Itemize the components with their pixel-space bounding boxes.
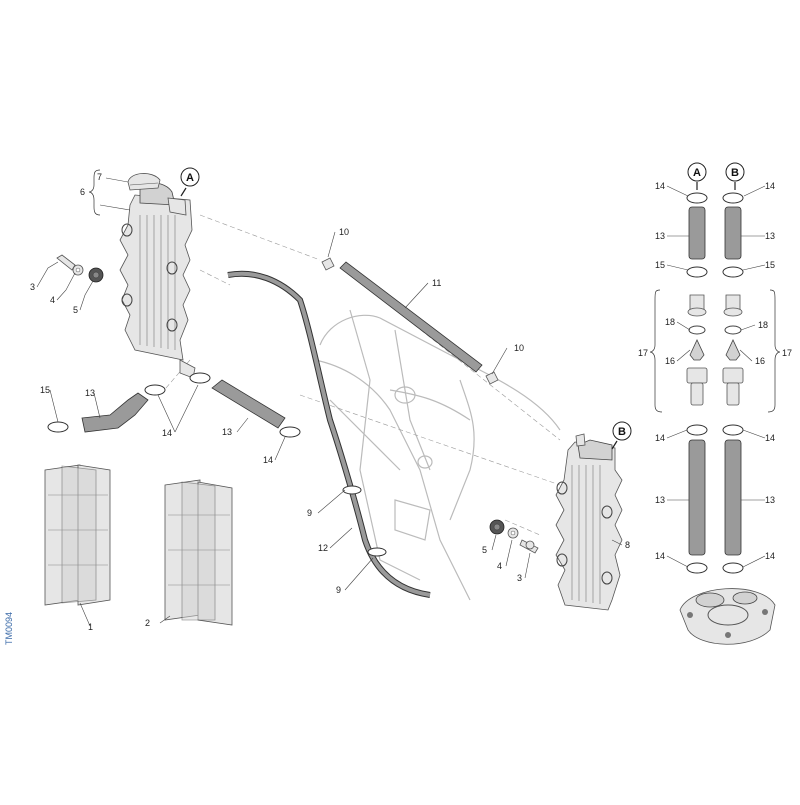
callout-17: 17 bbox=[782, 348, 792, 358]
radiator-guard-left bbox=[44, 464, 111, 606]
ref-b-label: B bbox=[618, 426, 626, 438]
callout-14: 14 bbox=[162, 428, 172, 438]
right-mounting-hardware bbox=[489, 519, 539, 554]
radiator-guard-right bbox=[164, 479, 233, 626]
callout-11: 11 bbox=[432, 278, 441, 288]
ref-a-label: A bbox=[186, 172, 194, 184]
callout-14: 14 bbox=[263, 455, 273, 465]
overflow-hose bbox=[227, 270, 431, 598]
callout-13: 13 bbox=[765, 231, 775, 241]
right-radiator bbox=[555, 433, 623, 611]
assembly-bracket-6 bbox=[88, 169, 101, 216]
callout-14: 14 bbox=[655, 551, 665, 561]
callout-1: 1 bbox=[88, 622, 93, 632]
left-lower-hoses bbox=[47, 372, 301, 438]
callout-14: 14 bbox=[655, 433, 665, 443]
callout-13: 13 bbox=[222, 427, 232, 437]
ref-marker-b-right: B bbox=[725, 162, 745, 190]
callout-10: 10 bbox=[514, 343, 524, 353]
upper-connecting-hose bbox=[321, 257, 499, 385]
ref-marker-b-main: B bbox=[611, 421, 632, 450]
ref-a-right-label: A bbox=[693, 167, 701, 179]
ref-b-right-label: B bbox=[731, 167, 739, 179]
left-radiator bbox=[119, 182, 196, 379]
callout-5: 5 bbox=[73, 305, 78, 315]
callout-10: 10 bbox=[339, 227, 349, 237]
hose-column-b bbox=[722, 192, 744, 574]
callout-14: 14 bbox=[765, 433, 775, 443]
alignment-guides bbox=[159, 214, 561, 536]
callout-15: 15 bbox=[655, 260, 665, 270]
callout-14: 14 bbox=[655, 181, 665, 191]
callout-9: 9 bbox=[336, 585, 341, 595]
callout-4: 4 bbox=[50, 295, 55, 305]
callout-8: 8 bbox=[625, 540, 630, 550]
callout-15: 15 bbox=[40, 385, 50, 395]
callout-9: 9 bbox=[307, 508, 312, 518]
callout-12: 12 bbox=[318, 543, 328, 553]
callout-16: 16 bbox=[665, 356, 675, 366]
callout-labels: 3 4 5 6 7 1 2 15 13 14 13 14 10 10 11 9 … bbox=[30, 172, 792, 632]
callout-4: 4 bbox=[497, 561, 502, 571]
leader-lines bbox=[36, 177, 766, 627]
callout-14: 14 bbox=[765, 181, 775, 191]
callout-13: 13 bbox=[765, 495, 775, 505]
callout-18: 18 bbox=[665, 317, 675, 327]
callout-13: 13 bbox=[655, 495, 665, 505]
callout-15: 15 bbox=[765, 260, 775, 270]
assembly-bracket-17 bbox=[649, 289, 781, 413]
radiator-cap bbox=[127, 173, 161, 191]
callout-17: 17 bbox=[638, 348, 648, 358]
callout-13: 13 bbox=[655, 231, 665, 241]
left-mounting-hardware bbox=[56, 254, 104, 283]
drawing-code: TM0094 bbox=[4, 612, 14, 645]
callout-16: 16 bbox=[755, 356, 765, 366]
water-pump-cover bbox=[679, 588, 776, 645]
ref-marker-a-main: A bbox=[180, 167, 200, 197]
callout-5: 5 bbox=[482, 545, 487, 555]
hose-column-a bbox=[686, 192, 708, 574]
callout-18: 18 bbox=[758, 320, 768, 330]
callout-3: 3 bbox=[517, 573, 522, 583]
callout-13: 13 bbox=[85, 388, 95, 398]
callout-7: 7 bbox=[97, 172, 102, 182]
callout-2: 2 bbox=[145, 618, 150, 628]
callout-6: 6 bbox=[80, 187, 85, 197]
ref-marker-a-right: A bbox=[687, 162, 707, 190]
motorcycle-frame bbox=[314, 309, 561, 601]
callout-14: 14 bbox=[765, 551, 775, 561]
callout-3: 3 bbox=[30, 282, 35, 292]
